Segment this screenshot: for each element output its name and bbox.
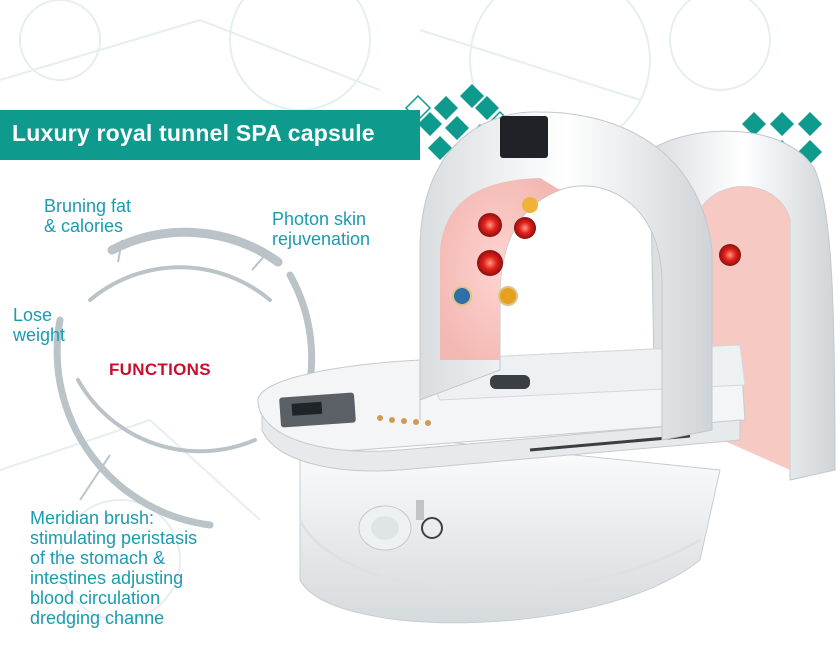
title-banner: Luxury royal tunnel SPA capsule <box>0 110 420 160</box>
spa-capsule-image <box>257 111 836 624</box>
label-photon-skin: Photon skin rejuvenation <box>272 209 371 249</box>
label-burning-fat: Bruning fat & calories <box>44 196 132 236</box>
label-meridian-brush: Meridian brush: stimulating peristasis o… <box>30 508 198 628</box>
functions-heading: FUNCTIONS <box>109 360 211 379</box>
label-lose-weight: Lose weight <box>13 305 66 345</box>
page-title: Luxury royal tunnel SPA capsule <box>12 120 375 146</box>
functions-ring-diagram <box>53 227 316 529</box>
